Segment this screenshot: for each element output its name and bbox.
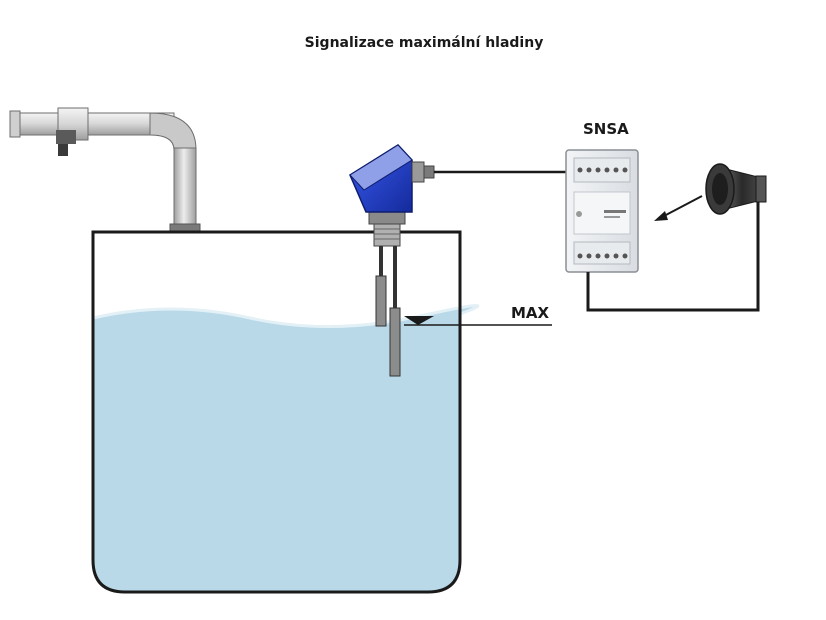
faucet-icon (9, 107, 201, 233)
siren-horn-icon (705, 163, 767, 215)
max-level-marker (404, 316, 552, 326)
alarm-loop-cable (586, 196, 760, 312)
tank (91, 230, 480, 594)
max-level-label: MAX (511, 304, 550, 322)
relay-module-icon (565, 149, 639, 273)
diagram-title: Signalizace maximální hladiny (305, 35, 544, 51)
device-label: SNSA (583, 120, 629, 138)
level-probe-icon (349, 144, 435, 377)
signal-arrow (654, 195, 703, 221)
